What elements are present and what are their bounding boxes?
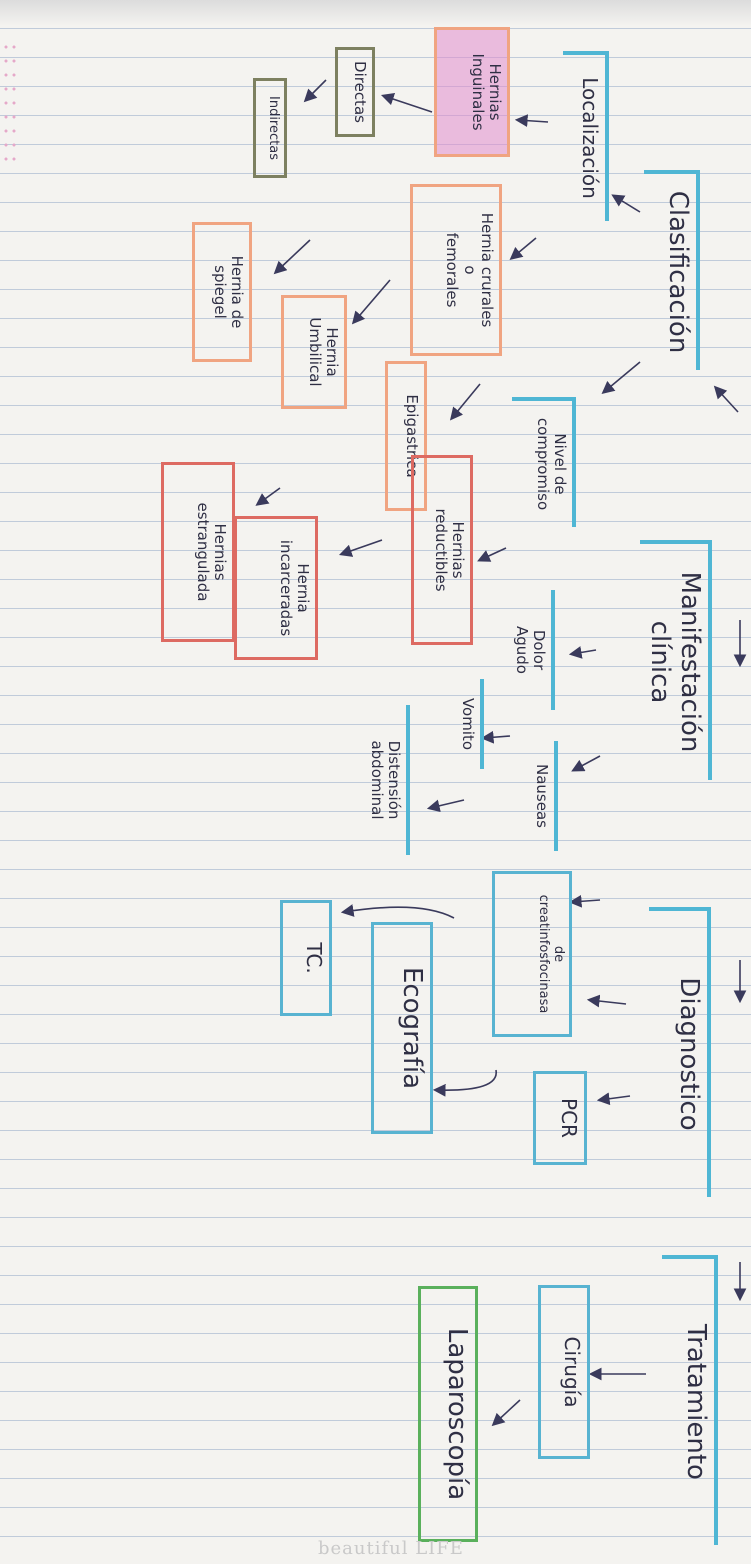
- arrow-directas-indirectas: [303, 79, 327, 103]
- arrow-reductibles-incarceradas: [338, 539, 383, 557]
- node-hernia-incarceradas-line1: Hernia: [294, 563, 312, 613]
- node-hernias-estrangulada: Hernias estrangulada: [161, 462, 235, 642]
- arrow-diagnostico-creatinina: [568, 894, 601, 908]
- arrow-crurales-umbilical: [351, 279, 391, 325]
- node-hernia-spiegel: Hernia de spiegel: [192, 222, 252, 362]
- node-laparoscopia: Laparoscopía: [418, 1286, 478, 1542]
- node-distension-abdominal: Distensión abdominal: [346, 705, 410, 855]
- node-hernia-umbilical-line2: Umbilical: [305, 317, 324, 387]
- node-creatinfosfocinasa-line2: creatinfosfocinasa: [536, 894, 552, 1014]
- node-nivel-compromiso-line2: compromiso: [533, 417, 552, 511]
- node-hernia-spiegel-line1: Hernia de: [228, 255, 246, 329]
- arrow-creatinina-ecografia: [432, 1069, 497, 1097]
- arrow-dolor-vomito: [480, 730, 511, 744]
- arrow-inguinales-directas: [380, 92, 433, 113]
- node-clasificacion: Clasificación: [644, 170, 700, 370]
- arrow-diagnostico-pcr: [586, 994, 627, 1008]
- margin-dots: [2, 40, 18, 170]
- node-indirectas: Indirectas: [253, 78, 287, 178]
- node-hernias-estrangulada-line1: Hernias: [211, 523, 229, 581]
- arrow-nivel-reductibles: [477, 547, 507, 562]
- node-hernia-umbilical-line1: Hernia: [323, 327, 341, 377]
- node-hernias-inguinales: Hernias Inguinales: [434, 27, 510, 157]
- node-hernia-crurales-line2: o: [460, 265, 479, 275]
- node-dolor-agudo-line2: Agudo: [512, 626, 531, 674]
- node-dolor-agudo-line1: Dolor: [530, 629, 548, 671]
- node-manifestacion-clinica: Manifestación clínica: [640, 540, 712, 780]
- node-hernias-reductibles-line2: reductibles: [431, 508, 450, 592]
- node-tc: TC.: [280, 900, 332, 1016]
- arrow-diagnostico-pcr2: [596, 1092, 631, 1106]
- node-hernia-incarceradas-line2: incarceradas: [276, 539, 295, 637]
- node-hernias-reductibles: Hernias reductibles: [411, 455, 473, 645]
- node-nivel-compromiso-line1: Nivel de: [551, 433, 569, 495]
- arrow-ecografia-tc: [340, 904, 455, 919]
- node-hernias-inguinales-line1: Hernias: [486, 63, 504, 121]
- arrow-cirugia-laparoscopia: [491, 1399, 521, 1427]
- arrow-vomito-distension: [426, 799, 465, 813]
- node-distension-line2: abdominal: [367, 740, 386, 820]
- node-hernias-inguinales-line2: Inguinales: [468, 53, 487, 131]
- arrow-manifestacion-nauseas: [571, 755, 601, 772]
- node-diagnostico: Diagnostico: [649, 907, 711, 1197]
- node-cirugia: Cirugía: [538, 1285, 590, 1459]
- node-localizacion: Localización: [563, 51, 609, 221]
- node-hernias-reductibles-line1: Hernias: [449, 521, 467, 579]
- node-vomito: Vomito: [444, 679, 484, 769]
- node-hernia-spiegel-line2: spiegel: [210, 265, 229, 319]
- node-hernia-crurales: Hernia crurales o femorales: [410, 184, 502, 356]
- node-hernia-incarceradas: Hernia incarceradas: [234, 516, 318, 660]
- arrow-localizacion-inguinales: [514, 114, 549, 128]
- arrow-root-clasificacion: [713, 385, 739, 413]
- node-pcr: PCR: [533, 1071, 587, 1165]
- node-nivel-compromiso: Nivel de compromiso: [512, 397, 576, 527]
- node-distension-line1: Distensión: [385, 740, 403, 820]
- notebook-brand: beautiful LIFE: [318, 1538, 464, 1559]
- arrow-epigastrica: [449, 383, 481, 421]
- node-manifestacion-line1: Manifestación: [675, 571, 705, 753]
- node-nauseas: Nauseas: [518, 741, 558, 851]
- node-creatinfosfocinasa: de creatinfosfocinasa: [492, 871, 572, 1037]
- arrow-localizacion-crurales: [509, 237, 537, 261]
- arrow-umbilical-spiegel: [273, 239, 311, 275]
- node-hernia-crurales-line3: femorales: [443, 232, 462, 308]
- node-tratamiento: Tratamiento: [662, 1255, 718, 1545]
- node-hernias-estrangulada-line2: estrangulada: [193, 502, 212, 602]
- arrow-clasificacion-nivel: [601, 361, 641, 395]
- arrow-incarceradas-estrangulada: [255, 487, 281, 506]
- arrow-manifestacion-dolor: [568, 646, 597, 659]
- page-shadow: [0, 0, 751, 26]
- node-creatinfosfocinasa-line1: de: [551, 945, 566, 963]
- node-hernia-crurales-line1: Hernia crurales: [478, 212, 496, 328]
- arrow-clasificacion-localizacion: [611, 194, 641, 213]
- node-dolor-agudo: Dolor Agudo: [497, 590, 555, 710]
- node-hernia-umbilical: Hernia Umbilical: [281, 295, 347, 409]
- node-manifestacion-line2: clínica: [645, 620, 676, 704]
- node-directas: Directas: [335, 47, 375, 137]
- node-ecografia: Ecografía: [371, 922, 433, 1134]
